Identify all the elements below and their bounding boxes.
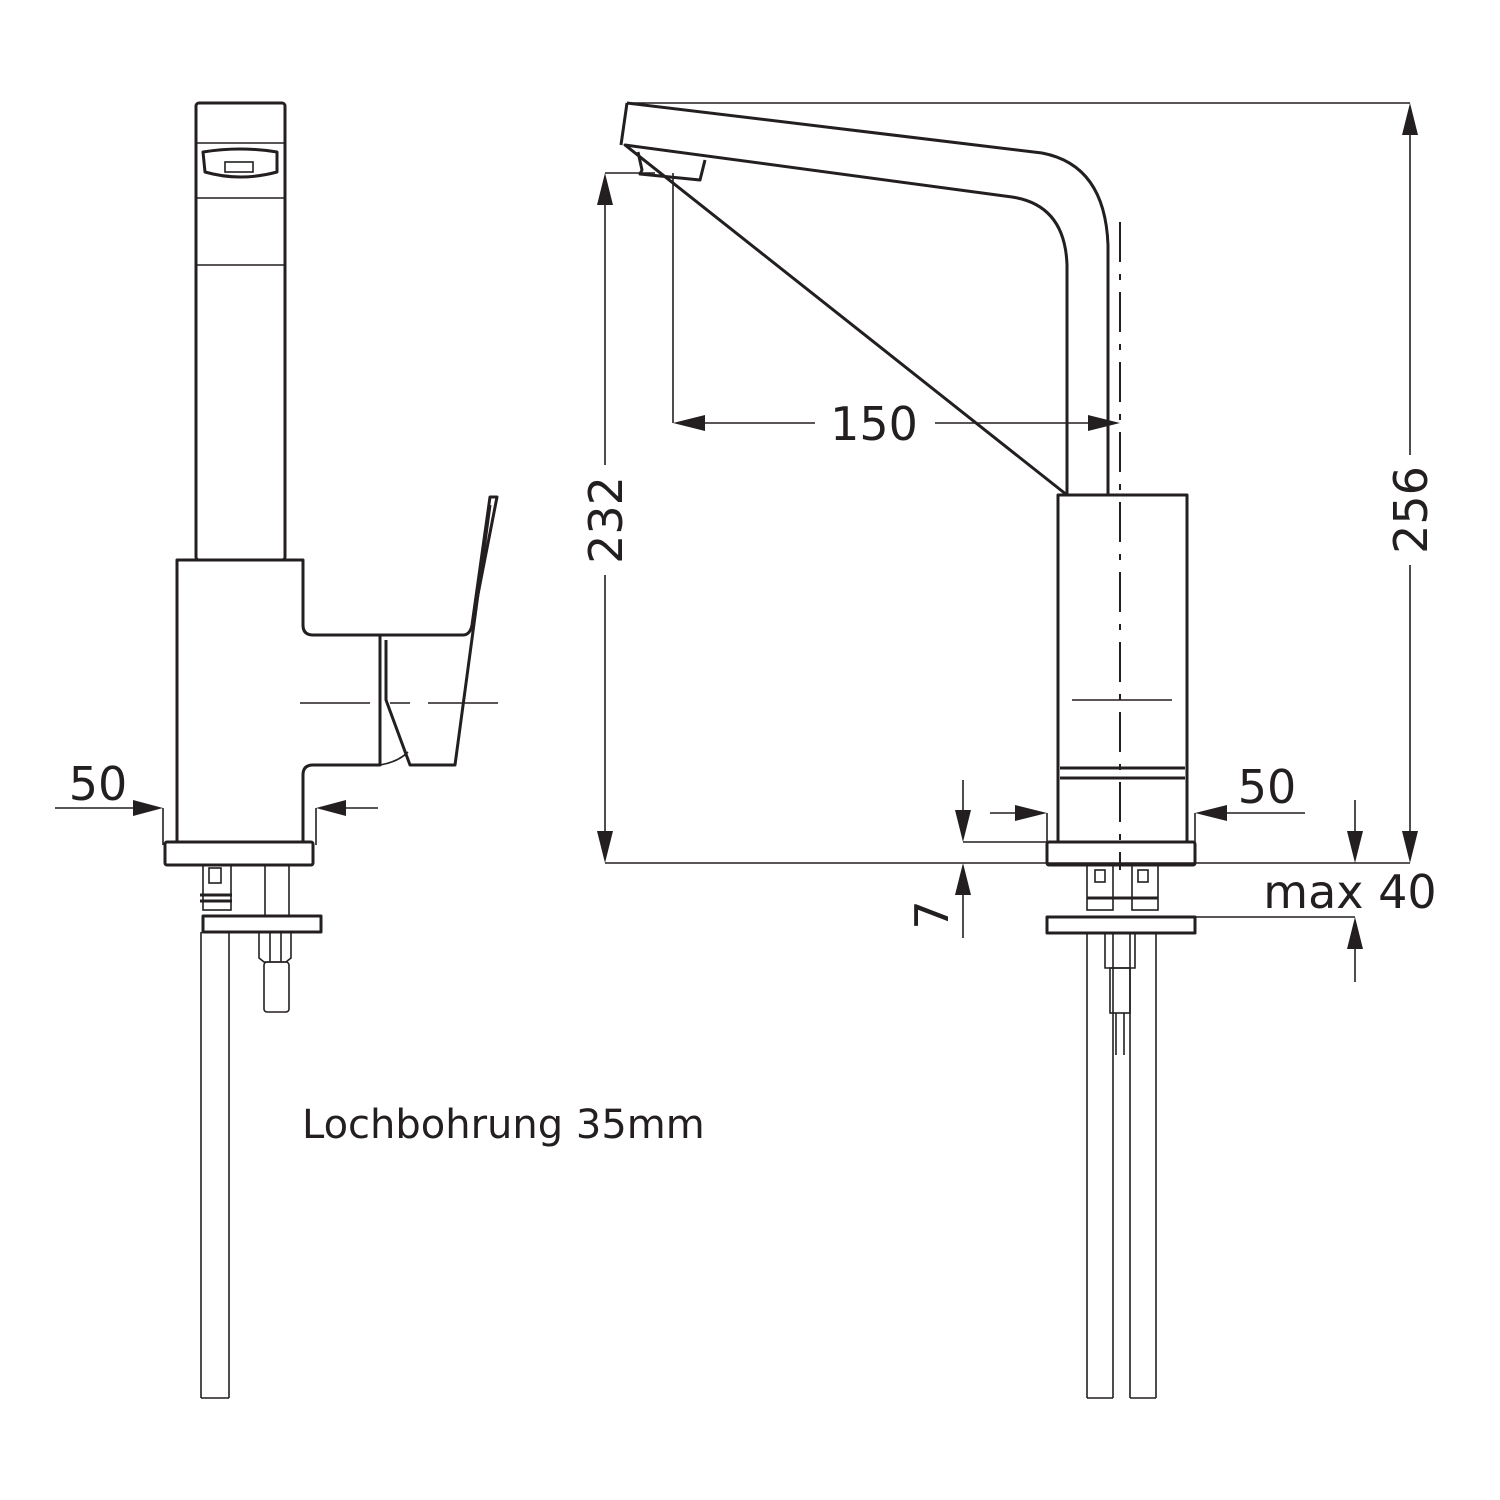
lever [380, 495, 499, 637]
front-view: 232 256 150 50 7 max 40 [579, 101, 1438, 1399]
front-body [1056, 493, 1189, 844]
side-mounting-plate [201, 914, 323, 934]
dim-base-width-front: 50 [1238, 760, 1297, 814]
dim-spout-height: 232 [579, 476, 633, 564]
dim-base-width-side: 50 [69, 757, 128, 811]
spout [623, 101, 1110, 497]
dim-max-counter-thickness: max 40 [1263, 865, 1436, 919]
front-base-plate [1045, 840, 1197, 867]
dim-spout-reach: 150 [830, 397, 918, 451]
side-base-plate [163, 840, 315, 867]
front-mounting-plate [1045, 915, 1197, 935]
hole-diameter-note: Lochbohrung 35mm [302, 1102, 705, 1148]
dim-base-thickness: 7 [905, 900, 959, 929]
side-view: 50 [55, 101, 499, 1399]
dim-total-height: 256 [1384, 466, 1438, 554]
front-aerator [636, 151, 707, 182]
side-body [175, 558, 382, 844]
aerator-icon [201, 147, 279, 179]
